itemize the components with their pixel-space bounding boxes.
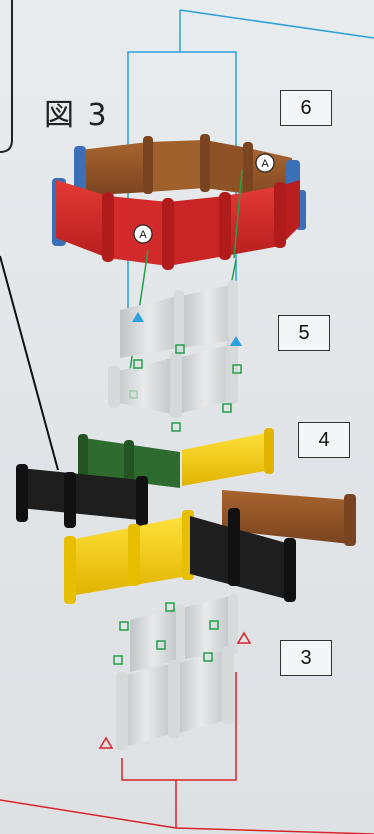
step-box-4: 4 — [298, 422, 350, 458]
frame-corner-line — [0, 0, 12, 152]
step-box-5: 5 — [278, 315, 330, 351]
red-triangle-marker — [238, 633, 250, 643]
step-box-3: 3 — [280, 640, 332, 676]
svg-text:A: A — [261, 158, 269, 170]
figure-label: 図 3 — [44, 90, 109, 134]
step-box-6: 6 — [280, 90, 332, 126]
svg-text:A: A — [139, 229, 147, 241]
callout-a-front: A — [134, 225, 152, 243]
red-triangle-marker — [100, 738, 112, 748]
step3-grey-base — [116, 594, 238, 750]
callout-a-back: A — [256, 154, 274, 172]
black-connector-line — [0, 256, 58, 470]
